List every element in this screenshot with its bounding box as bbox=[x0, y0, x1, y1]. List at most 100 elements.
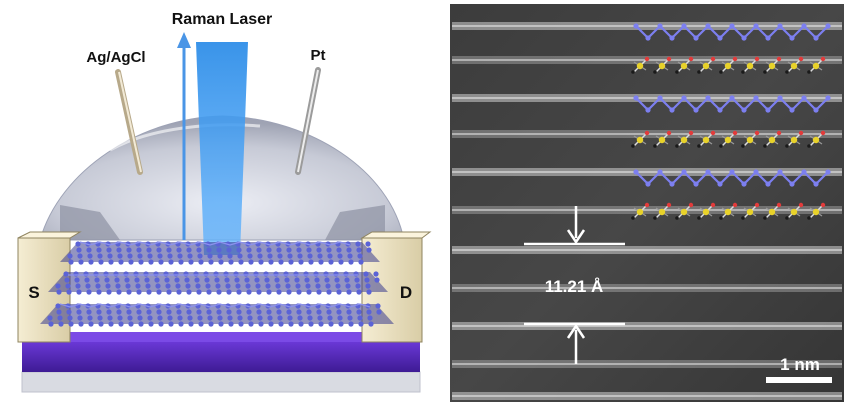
lattice-atom bbox=[226, 247, 232, 253]
lattice-atom bbox=[187, 253, 193, 259]
lattice-atom bbox=[186, 309, 192, 315]
lattice-atom bbox=[337, 315, 343, 321]
laser-beam bbox=[196, 42, 248, 255]
lattice-atom bbox=[68, 259, 74, 265]
chain-atom bbox=[693, 181, 699, 187]
chain-atom bbox=[777, 23, 783, 29]
lattice-bonds bbox=[59, 303, 371, 308]
molecule-center bbox=[658, 62, 666, 70]
molecule-center bbox=[746, 208, 754, 216]
lattice-atom bbox=[284, 277, 290, 283]
lattice-atom bbox=[176, 247, 182, 253]
molecule-center bbox=[790, 136, 798, 144]
lattice-atom bbox=[276, 247, 282, 253]
lattice-atom bbox=[338, 321, 344, 327]
fringe-core bbox=[452, 97, 842, 99]
lattice-atom bbox=[363, 271, 369, 277]
lattice-atom bbox=[213, 271, 219, 277]
lattice-atom bbox=[248, 321, 254, 327]
lattice-atom bbox=[218, 321, 224, 327]
lattice-atom bbox=[196, 247, 202, 253]
lattice-atom bbox=[274, 277, 280, 283]
molecule-carbon bbox=[631, 216, 635, 220]
lattice-atom bbox=[277, 253, 283, 259]
lattice-atom bbox=[357, 315, 363, 321]
chain-atom bbox=[741, 107, 747, 113]
lattice-atom bbox=[56, 309, 62, 315]
lattice-atom bbox=[235, 283, 241, 289]
lattice-atom bbox=[258, 321, 264, 327]
lattice-atom bbox=[346, 289, 352, 295]
lattice-atom bbox=[296, 309, 302, 315]
lattice-atom bbox=[64, 277, 70, 283]
lattice-atom bbox=[157, 253, 163, 259]
lattice-atom bbox=[375, 303, 381, 309]
lattice-atom bbox=[224, 277, 230, 283]
chain-atom bbox=[669, 107, 675, 113]
scale-bar bbox=[766, 377, 832, 383]
lattice-atom bbox=[77, 253, 83, 259]
lattice-atom bbox=[254, 277, 260, 283]
chain-atom bbox=[729, 95, 735, 101]
molecule-carbon bbox=[697, 70, 701, 74]
chain-atom bbox=[801, 169, 807, 175]
lattice-atom bbox=[203, 271, 209, 277]
lattice-atom bbox=[345, 283, 351, 289]
molecule-oxygen bbox=[776, 202, 782, 208]
lattice-atom bbox=[277, 315, 283, 321]
lattice-atom bbox=[217, 315, 223, 321]
lattice-atom bbox=[144, 277, 150, 283]
molecule-center bbox=[724, 136, 732, 144]
lattice-atom bbox=[158, 321, 164, 327]
lattice-atom bbox=[136, 289, 142, 295]
molecule-oxygen bbox=[644, 130, 650, 136]
lattice-atom bbox=[106, 289, 112, 295]
molecule-carbon bbox=[675, 216, 679, 220]
lattice-atom bbox=[178, 321, 184, 327]
lattice-atom bbox=[193, 271, 199, 277]
lattice-atom bbox=[86, 289, 92, 295]
fringe-band bbox=[452, 392, 842, 400]
lattice-atom bbox=[166, 247, 172, 253]
lattice-atom bbox=[265, 283, 271, 289]
fringe-core bbox=[452, 171, 842, 173]
lattice-atom bbox=[207, 315, 213, 321]
lattice-atom bbox=[328, 259, 334, 265]
lattice-atom bbox=[295, 283, 301, 289]
lattice-atom bbox=[308, 321, 314, 327]
molecule-oxygen bbox=[820, 56, 826, 62]
lattice-atom bbox=[77, 315, 83, 321]
molecule-carbon bbox=[807, 216, 811, 220]
lattice-atom bbox=[186, 289, 192, 295]
molecule-carbon bbox=[741, 144, 745, 148]
molecule-center bbox=[768, 136, 776, 144]
molecule-center bbox=[746, 62, 754, 70]
lattice-atom bbox=[327, 315, 333, 321]
lattice-atom bbox=[168, 259, 174, 265]
lattice-atom bbox=[65, 283, 71, 289]
polymer-chain bbox=[633, 23, 831, 41]
lattice-atom bbox=[105, 283, 111, 289]
lattice-atom bbox=[87, 253, 93, 259]
molecule-oxygen bbox=[798, 202, 804, 208]
molecule-center bbox=[790, 62, 798, 70]
molecule-carbon bbox=[653, 144, 657, 148]
lattice-atom bbox=[55, 303, 61, 309]
polymer-chain bbox=[633, 169, 831, 187]
lattice-atom bbox=[178, 259, 184, 265]
lattice-atom bbox=[108, 259, 114, 265]
lattice-atom bbox=[334, 277, 340, 283]
lattice-atom bbox=[156, 309, 162, 315]
chain-atom bbox=[693, 107, 699, 113]
lattice-atom bbox=[175, 283, 181, 289]
lattice-atom bbox=[238, 321, 244, 327]
lattice-atom bbox=[237, 253, 243, 259]
molecule-center bbox=[812, 62, 820, 70]
lattice-atom bbox=[267, 315, 273, 321]
lattice-atom bbox=[207, 253, 213, 259]
lattice-atom bbox=[197, 315, 203, 321]
chain-atom bbox=[693, 35, 699, 41]
molecule-oxygen bbox=[710, 202, 716, 208]
lattice-atom bbox=[126, 247, 132, 253]
